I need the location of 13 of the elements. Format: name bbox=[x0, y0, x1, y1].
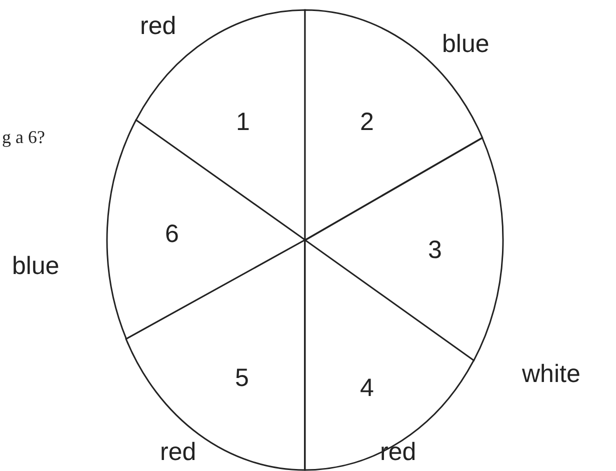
sector-number: 3 bbox=[428, 238, 442, 263]
sector-number: 6 bbox=[164, 222, 179, 247]
sector-number: 5 bbox=[234, 366, 249, 391]
sector-number: 1 bbox=[236, 110, 250, 135]
color-label: blue bbox=[442, 32, 490, 57]
color-label: red bbox=[160, 440, 196, 465]
color-label: red bbox=[380, 440, 416, 465]
question-text: g a 6? bbox=[2, 128, 45, 146]
color-label: white bbox=[522, 362, 580, 387]
sector-number: 2 bbox=[360, 110, 374, 135]
color-label: blue bbox=[12, 254, 60, 279]
color-label: red bbox=[140, 14, 176, 39]
sector-number: 4 bbox=[360, 376, 374, 401]
